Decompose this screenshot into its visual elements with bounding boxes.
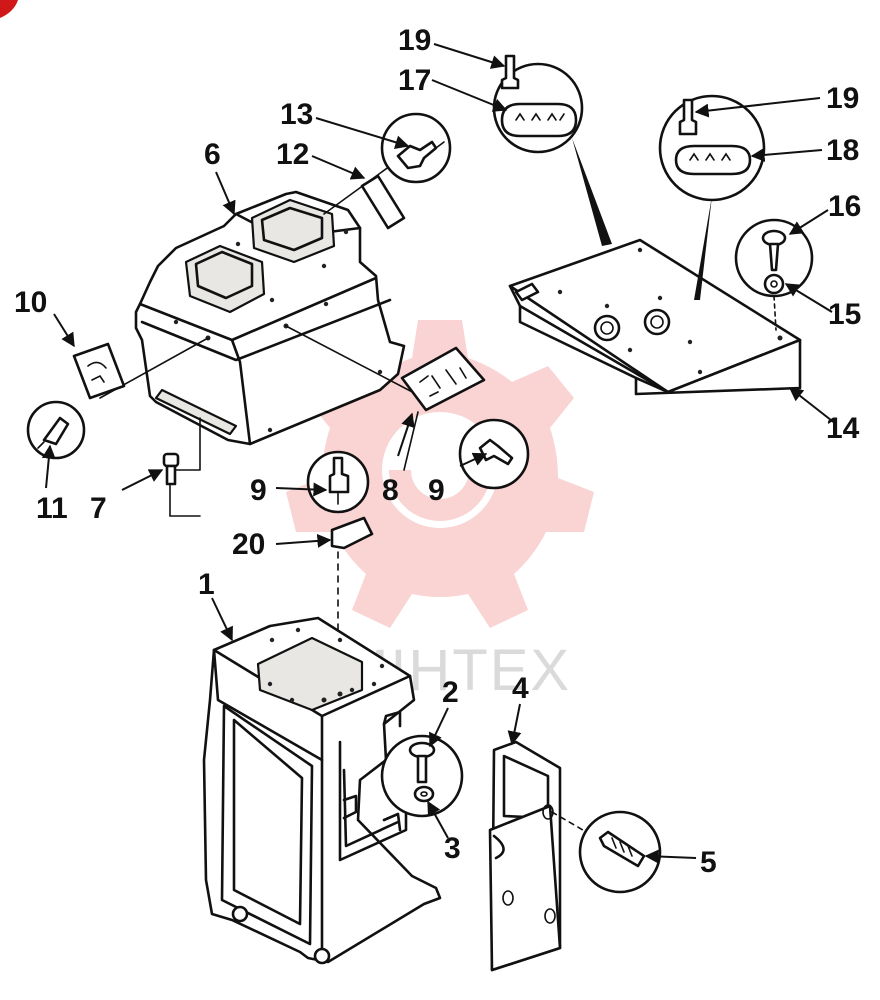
leader-lines	[41, 43, 837, 864]
callout-17: 17	[398, 64, 431, 97]
part-1-stand	[202, 616, 442, 965]
callout-7: 7	[90, 492, 107, 525]
detail-circle-5	[578, 810, 662, 894]
callout-20: 20	[232, 528, 265, 561]
part-4-bracket	[488, 740, 601, 972]
detail-circle-9-center	[306, 450, 370, 514]
detail-circle-9-right	[458, 418, 530, 490]
callout-19-right: 19	[826, 82, 859, 115]
detail-circle-11	[26, 400, 86, 460]
callout-2: 2	[442, 676, 459, 709]
detail-circle-15-16	[734, 218, 814, 331]
callout-5: 5	[700, 846, 717, 879]
callout-9-right: 9	[428, 474, 445, 507]
callout-14: 14	[826, 412, 860, 445]
part-20-bracket	[330, 516, 374, 691]
detail-circle-13	[380, 112, 452, 184]
callout-11: 11	[36, 492, 68, 525]
part-12-plate	[360, 174, 406, 230]
callout-15: 15	[828, 298, 861, 331]
callout-12: 12	[276, 138, 309, 171]
callout-18: 18	[826, 134, 859, 167]
callout-19-left: 19	[398, 24, 431, 57]
callout-10: 10	[14, 286, 47, 319]
callout-4: 4	[512, 672, 529, 705]
callout-8: 8	[382, 474, 399, 507]
detail-circle-17-19	[492, 54, 584, 154]
callout-9-center: 9	[250, 474, 267, 507]
corner-mark	[0, 0, 18, 18]
callout-6: 6	[204, 138, 221, 171]
detail-circle-18-19	[658, 94, 766, 202]
callout-3: 3	[444, 832, 461, 865]
part-8-plate	[400, 346, 486, 471]
part-14-panel-plate	[508, 138, 802, 396]
callout-1: 1	[198, 568, 215, 601]
callout-16: 16	[828, 190, 861, 223]
part-10-plate	[72, 342, 126, 400]
callout-13: 13	[280, 98, 313, 131]
part-7-bolt	[162, 452, 180, 486]
detail-circle-2-3	[380, 734, 464, 818]
callouts: 1 2 3 4 5 6 7 8 9 9 10 11 12 13 14 15 16…	[14, 24, 861, 879]
